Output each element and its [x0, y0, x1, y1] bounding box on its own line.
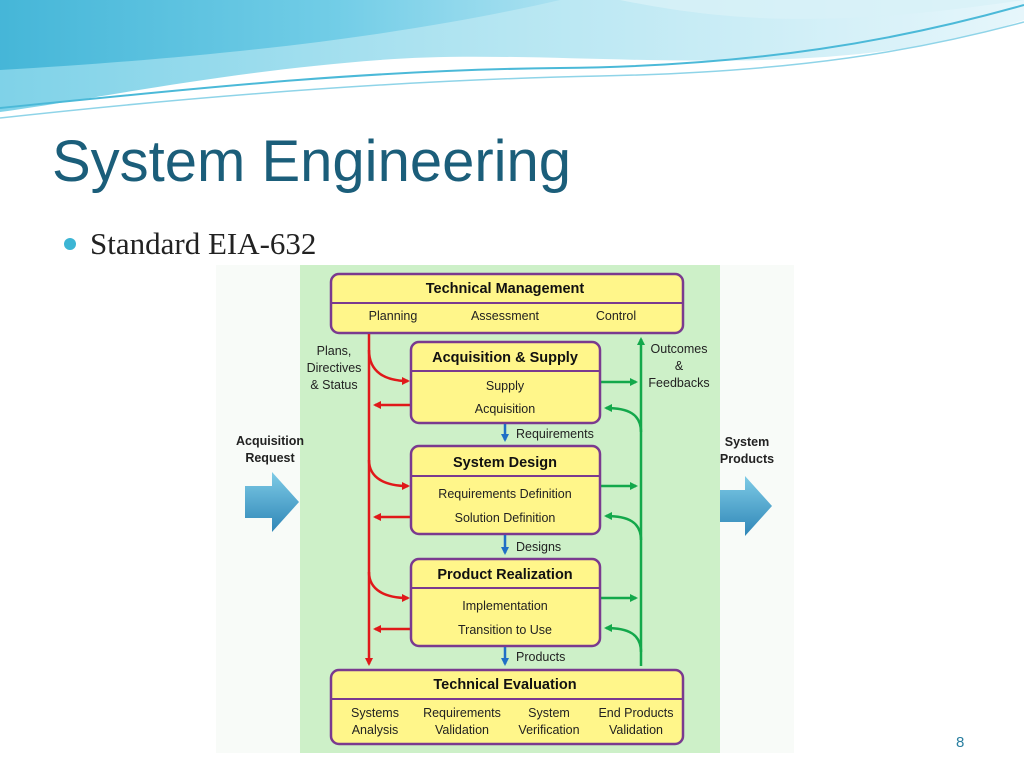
- system-design-box: System Design Requirements Definition So…: [409, 444, 602, 536]
- product-realization-title: Product Realization: [437, 567, 572, 583]
- te-item-2-line1: Requirements: [423, 706, 501, 720]
- plans-label-line3: & Status: [310, 378, 357, 392]
- requirements-label: Requirements: [516, 427, 594, 441]
- bullet-dot-icon: [64, 238, 76, 250]
- bullet-item: Standard EIA-632: [64, 226, 316, 262]
- green-arrow-to-acquisition: [604, 404, 643, 433]
- acquisition-supply-box: Acquisition & Supply Supply Acquisition: [409, 340, 602, 425]
- system-products-label-line1: System: [725, 435, 769, 449]
- products-label: Products: [516, 650, 565, 664]
- system-design-title: System Design: [453, 455, 557, 471]
- red-arrow-to-design: [367, 459, 410, 490]
- pr-item-implementation: Implementation: [462, 599, 548, 613]
- acquisition-request-label-line2: Request: [245, 451, 295, 465]
- outcomes-label-line1: Outcomes: [651, 342, 708, 356]
- bullet-text: Standard EIA-632: [90, 226, 317, 261]
- header-wave-decoration: [0, 0, 1024, 119]
- technical-management-title: Technical Management: [426, 281, 585, 297]
- acquisition-supply-title: Acquisition & Supply: [432, 350, 578, 366]
- te-item-3-line2: Verification: [518, 723, 579, 737]
- as-item-acquisition: Acquisition: [475, 402, 535, 416]
- acquisition-request-label-line1: Acquisition: [236, 434, 304, 448]
- te-item-1-line2: Analysis: [352, 723, 399, 737]
- tm-item-assessment: Assessment: [471, 309, 540, 323]
- output-arrow-icon: [720, 476, 772, 536]
- tm-item-planning: Planning: [369, 309, 418, 323]
- te-item-3-line1: System: [528, 706, 570, 720]
- red-arrow-to-realization: [367, 571, 410, 602]
- technical-management-box: Technical Management Planning Assessment…: [329, 272, 685, 335]
- te-item-4-line2: Validation: [609, 723, 663, 737]
- tm-item-control: Control: [596, 309, 636, 323]
- designs-label: Designs: [516, 540, 561, 554]
- te-item-2-line2: Validation: [435, 723, 489, 737]
- te-item-4-line1: End Products: [598, 706, 673, 720]
- page-number: 8: [956, 734, 965, 751]
- green-arrow-to-realization: [604, 624, 643, 653]
- te-item-1-line1: Systems: [351, 706, 399, 720]
- technical-evaluation-box: Technical Evaluation Systems Analysis Re…: [329, 668, 685, 746]
- slide-title: System Engineering: [52, 129, 572, 194]
- outcomes-label-line2: &: [675, 359, 684, 373]
- product-realization-box: Product Realization Implementation Trans…: [409, 557, 602, 648]
- plans-label-line2: Directives: [307, 361, 362, 375]
- input-arrow-icon: [245, 472, 299, 532]
- sd-item-requirements-definition: Requirements Definition: [438, 487, 571, 501]
- system-products-label-line2: Products: [720, 452, 774, 466]
- green-arrow-to-design: [604, 512, 643, 541]
- sd-item-solution-definition: Solution Definition: [455, 511, 556, 525]
- pr-item-transition-to-use: Transition to Use: [458, 623, 552, 637]
- red-arrow-to-acquisition: [367, 349, 410, 385]
- plans-label-line1: Plans,: [317, 344, 352, 358]
- as-item-supply: Supply: [486, 379, 525, 393]
- technical-evaluation-title: Technical Evaluation: [433, 677, 576, 693]
- outcomes-label-line3: Feedbacks: [648, 376, 709, 390]
